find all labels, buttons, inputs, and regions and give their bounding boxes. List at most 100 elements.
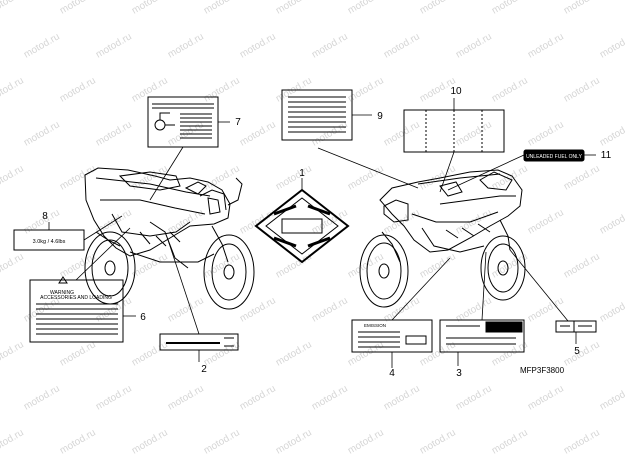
center-caution-label — [254, 188, 350, 264]
watermark-text: motod.ru — [22, 119, 62, 148]
callout-5: 5 — [574, 346, 580, 357]
fuel-label — [523, 149, 585, 162]
watermark-text: motod.ru — [202, 427, 242, 456]
watermark-text: motod.ru — [562, 75, 602, 104]
watermark-text: motod.ru — [562, 163, 602, 192]
watermark-text: motod.ru — [202, 0, 242, 17]
watermark-text: motod.ru — [346, 163, 386, 192]
watermark-text: motod.ru — [382, 383, 422, 412]
callout-10: 10 — [450, 86, 462, 97]
watermark-text: motod.ru — [0, 251, 26, 280]
watermark-text: motod.ru — [0, 163, 26, 192]
watermark-text: motod.ru — [490, 427, 530, 456]
callout-8: 8 — [42, 211, 48, 222]
watermark-text: motod.ru — [0, 339, 26, 368]
watermark-text: motod.ru — [274, 163, 314, 192]
callout-9: 9 — [377, 111, 383, 122]
watermark-text: motod.ru — [526, 383, 566, 412]
warning-accessories-label — [29, 276, 124, 343]
watermark-text: motod.ru — [310, 119, 350, 148]
watermark-text: motod.ru — [526, 31, 566, 60]
watermark-text: motod.ru — [562, 339, 602, 368]
watermark-text: motod.ru — [166, 295, 206, 324]
watermark-text: motod.ru — [22, 31, 62, 60]
watermark-text: motod.ru — [346, 251, 386, 280]
watermark-text: motod.ru — [346, 427, 386, 456]
watermark-text: motod.ru — [274, 427, 314, 456]
callout-3: 3 — [456, 368, 462, 379]
watermark-text: motod.ru — [490, 0, 530, 17]
tiny-tag-label — [555, 320, 597, 333]
watermark-text: motod.ru — [310, 383, 350, 412]
callout-6: 6 — [140, 312, 146, 323]
watermark-text: motod.ru — [490, 75, 530, 104]
watermark-text: motod.ru — [346, 0, 386, 17]
watermark-text: motod.ru — [202, 163, 242, 192]
watermark-text: motod.ru — [238, 295, 278, 324]
watermark-text: motod.ru — [58, 339, 98, 368]
watermark-text: motod.ru — [58, 0, 98, 17]
watermark-text: motod.ru — [598, 31, 625, 60]
watermark-text: motod.ru — [58, 163, 98, 192]
left-motorcycle-illustration — [84, 167, 255, 310]
warning-subtitle: ACCESSORIES AND LOADING — [40, 295, 112, 301]
watermark-text: motod.ru — [274, 339, 314, 368]
watermark-text: motod.ru — [0, 427, 26, 456]
text-label — [281, 89, 353, 141]
callout-1: 1 — [299, 168, 305, 179]
watermark-text: motod.ru — [0, 75, 26, 104]
watermark-text: motod.ru — [166, 383, 206, 412]
watermark-text: motod.ru — [418, 0, 458, 17]
watermark-text: motod.ru — [526, 295, 566, 324]
watermark-text: motod.ru — [202, 251, 242, 280]
watermark-text: motod.ru — [526, 207, 566, 236]
watermark-text: motod.ru — [382, 207, 422, 236]
watermark-text: motod.ru — [130, 427, 170, 456]
watermark-text: motod.ru — [454, 383, 494, 412]
watermark-text: motod.ru — [166, 31, 206, 60]
watermark-text: motod.ru — [130, 339, 170, 368]
watermark-text: motod.ru — [130, 0, 170, 17]
fuel-text: UNLEADED FUEL ONLY — [526, 154, 583, 160]
part-code: MFP3F3800 — [520, 366, 565, 375]
callout-number-layer: 1 2 3 4 5 6 7 8 9 10 11 — [42, 86, 611, 379]
callout-4: 4 — [389, 368, 395, 379]
watermark-text: motod.ru — [238, 31, 278, 60]
watermark-text: motod.ru — [418, 427, 458, 456]
callout-7: 7 — [235, 117, 241, 128]
warning-title: WARNING — [50, 290, 74, 296]
watermark-text: motod.ru — [454, 119, 494, 148]
watermark-text: motod.ru — [526, 119, 566, 148]
watermark-text: motod.ru — [238, 383, 278, 412]
right-motorcycle-illustration — [359, 169, 526, 308]
watermark-text: motod.ru — [382, 119, 422, 148]
watermark-text: motod.ru — [310, 31, 350, 60]
callout-2: 2 — [201, 364, 207, 375]
watermark-text: motod.ru — [94, 119, 134, 148]
watermark-text: motod.ru — [274, 0, 314, 17]
watermark-layer: motod.ru motod.ru motod.ru motod.ru motod.ru… — [0, 0, 625, 457]
watermark-text: motod.ru — [562, 427, 602, 456]
watermark-text: motod.ru — [58, 75, 98, 104]
watermark-text: motod.ru — [238, 119, 278, 148]
watermark-text: motod.ru — [130, 251, 170, 280]
watermark-text: motod.ru — [562, 251, 602, 280]
watermark-text: motod.ru — [454, 31, 494, 60]
watermark-text: motod.ru — [94, 383, 134, 412]
watermark-text: motod.ru — [562, 0, 602, 17]
watermark-text: motod.ru — [382, 31, 422, 60]
watermark-text: motod.ru — [598, 383, 625, 412]
watermark-text: motod.ru — [22, 383, 62, 412]
emission-text: EMISSION — [364, 323, 386, 328]
watermark-text: motod.ru — [418, 251, 458, 280]
watermark-text: motod.ru — [0, 0, 26, 17]
watermark-text: motod.ru — [598, 119, 625, 148]
callout-ticks — [48, 98, 596, 368]
watermark-text: motod.ru — [58, 427, 98, 456]
watermark-text: motod.ru — [130, 75, 170, 104]
leader-lines — [75, 146, 569, 335]
callout-11: 11 — [601, 150, 612, 161]
watermark-text: motod.ru — [598, 207, 625, 236]
tire-pressure-text: 3.0kg / 4.6lbs — [33, 239, 66, 245]
